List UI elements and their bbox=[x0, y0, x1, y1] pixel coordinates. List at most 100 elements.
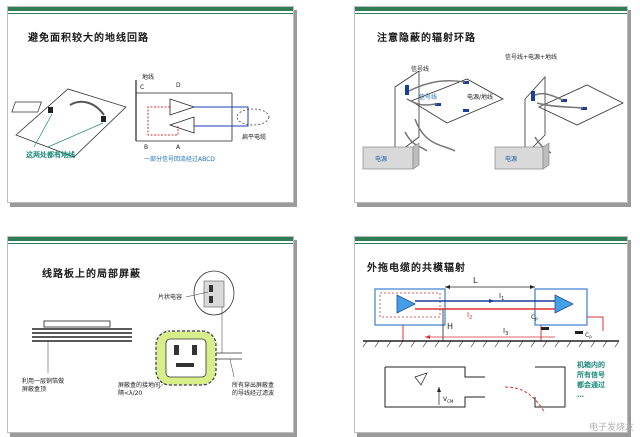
label-chip-cap: 片状电容 bbox=[158, 293, 182, 301]
ribbon-cable bbox=[69, 100, 105, 116]
buffer-lower bbox=[168, 116, 195, 134]
power-supply-box bbox=[362, 146, 414, 170]
label-shield-layer-2: 屏蔽盒顶 bbox=[22, 385, 46, 393]
vertical-board bbox=[524, 75, 546, 156]
label-I2: I2 bbox=[467, 311, 472, 321]
chip-capacitor bbox=[209, 285, 213, 292]
slide-title: 线路板上的局部屏蔽 bbox=[42, 269, 141, 280]
common-mode-diagram: L I1 I2 H CP CP bbox=[362, 276, 620, 414]
cable bbox=[408, 79, 466, 92]
label-ground: 地线 bbox=[142, 73, 154, 81]
label-signal-power-ground: 信号线+电源+地线 bbox=[505, 53, 557, 61]
cable bbox=[406, 98, 438, 106]
power-supply-box bbox=[494, 146, 544, 170]
arrowhead bbox=[437, 387, 441, 392]
slide-top-bar bbox=[8, 7, 293, 11]
arrowhead bbox=[425, 335, 430, 339]
note-line-3: 都会通过 bbox=[576, 380, 605, 389]
horizontal-board bbox=[410, 78, 504, 124]
slide-common-mode: 外拖电缆的共模辐射 L I1 I2 H CP CP bbox=[354, 236, 628, 433]
shield-vias bbox=[155, 330, 217, 386]
slide-top-line bbox=[8, 243, 293, 244]
cp2-cap bbox=[575, 331, 583, 334]
pointer-line bbox=[185, 291, 209, 298]
lower-chassis-left-b bbox=[384, 367, 485, 408]
cable bbox=[536, 102, 584, 109]
slide-title: 注意隐蔽的辐射环路 bbox=[377, 33, 476, 44]
inset-board bbox=[203, 280, 225, 308]
right-receiver bbox=[554, 294, 574, 314]
left-driver bbox=[396, 294, 416, 314]
slide-ground-loop: 避免面积较大的地线回路 这两处都有地线 地线 C D B A 扁平电缆 一部分信… bbox=[7, 6, 294, 203]
label-power-ground: 电源/地线 bbox=[467, 93, 493, 101]
power-supply-side bbox=[542, 142, 550, 170]
horizontal-board bbox=[538, 84, 624, 126]
lower-chassis-right bbox=[534, 366, 566, 408]
note-line-1: 机箱内的 bbox=[577, 360, 605, 369]
slide-title: 外拖电缆的共模辐射 bbox=[367, 263, 466, 274]
connector bbox=[435, 103, 441, 106]
slide-top-bar bbox=[8, 237, 293, 241]
label-filtered-1: 所有穿出屏蔽盒 bbox=[232, 381, 274, 389]
label-A: A bbox=[176, 144, 181, 151]
ground-point-left bbox=[48, 107, 53, 113]
slide-top-line bbox=[355, 13, 627, 14]
ground-point-right bbox=[101, 116, 106, 122]
label-D: D bbox=[176, 82, 181, 89]
red-return bbox=[587, 316, 604, 331]
cp-cap bbox=[541, 327, 549, 330]
label-I3: I3 bbox=[503, 327, 508, 337]
connector bbox=[463, 109, 469, 112]
label-psu1: 电源 bbox=[375, 155, 387, 163]
connector bbox=[463, 81, 469, 84]
pointer-line bbox=[33, 113, 53, 148]
connector bbox=[581, 107, 587, 110]
label-via-spacing-1: 屏蔽盒的接地间 bbox=[118, 381, 160, 389]
pointer-line bbox=[157, 382, 165, 390]
hidden-loop-diagram: 信号线 信号线 电源/地线 电源 信号线+电源+地线 电源 bbox=[362, 53, 624, 170]
label-gnd-both: 这两处都有地线 bbox=[26, 150, 75, 159]
vertical-board bbox=[394, 70, 420, 156]
shielded-ic bbox=[165, 338, 207, 378]
connector-block bbox=[11, 101, 42, 113]
connector bbox=[531, 91, 535, 101]
arrowhead bbox=[445, 285, 450, 289]
connector bbox=[405, 85, 409, 95]
cable bbox=[414, 118, 456, 152]
connector bbox=[561, 99, 567, 102]
shield-top-chip bbox=[43, 320, 111, 328]
label-psu2: 电源 bbox=[505, 155, 517, 163]
pointer-line bbox=[47, 122, 104, 148]
label-signal-line2: 信号线 bbox=[419, 93, 437, 101]
ic-pin bbox=[176, 363, 194, 367]
slide-local-shield: 线路板上的局部屏蔽 片状电容 利用一层铜箔做 屏蔽盒顶 屏蔽盒的接地间 隔<λ/… bbox=[7, 236, 294, 433]
label-C: C bbox=[140, 84, 144, 91]
label-via-spacing-2: 隔<λ/20 bbox=[118, 389, 142, 397]
buffer-upper bbox=[169, 98, 196, 116]
arrowhead bbox=[489, 299, 495, 303]
local-shield-diagram: 片状电容 利用一层铜箔做 屏蔽盒顶 屏蔽盒的接地间 隔<λ/20 所有穿出屏蔽盒… bbox=[22, 270, 274, 397]
arrowhead bbox=[530, 285, 535, 289]
label-L: L bbox=[473, 276, 478, 285]
label-cp2: CP bbox=[585, 332, 592, 340]
pointer-line bbox=[229, 358, 235, 378]
chip-capacitor bbox=[209, 296, 213, 303]
watermark: 电子发烧友 bbox=[588, 423, 634, 433]
note-line-4: … bbox=[577, 391, 584, 399]
label-cp: CP bbox=[531, 314, 538, 322]
label-vcm: VCM bbox=[443, 396, 454, 404]
flat-cable-loop bbox=[236, 108, 270, 126]
cable bbox=[534, 92, 564, 101]
slide-title: 避免面积较大的地线回路 bbox=[28, 33, 149, 44]
power-supply-side bbox=[412, 142, 420, 170]
inset-circle bbox=[193, 270, 235, 316]
lower-chassis-left bbox=[385, 366, 485, 378]
ic-pin bbox=[192, 345, 197, 355]
lightning-icon bbox=[414, 372, 428, 386]
note-line-2: 所有信号 bbox=[577, 370, 605, 379]
label-signal-line: 信号线 bbox=[411, 65, 429, 73]
label-shield-layer-1: 利用一层铜箔做 bbox=[22, 377, 64, 385]
signal-path-blue bbox=[194, 106, 249, 127]
return-path-red bbox=[147, 106, 179, 136]
pcb-board bbox=[15, 88, 127, 158]
